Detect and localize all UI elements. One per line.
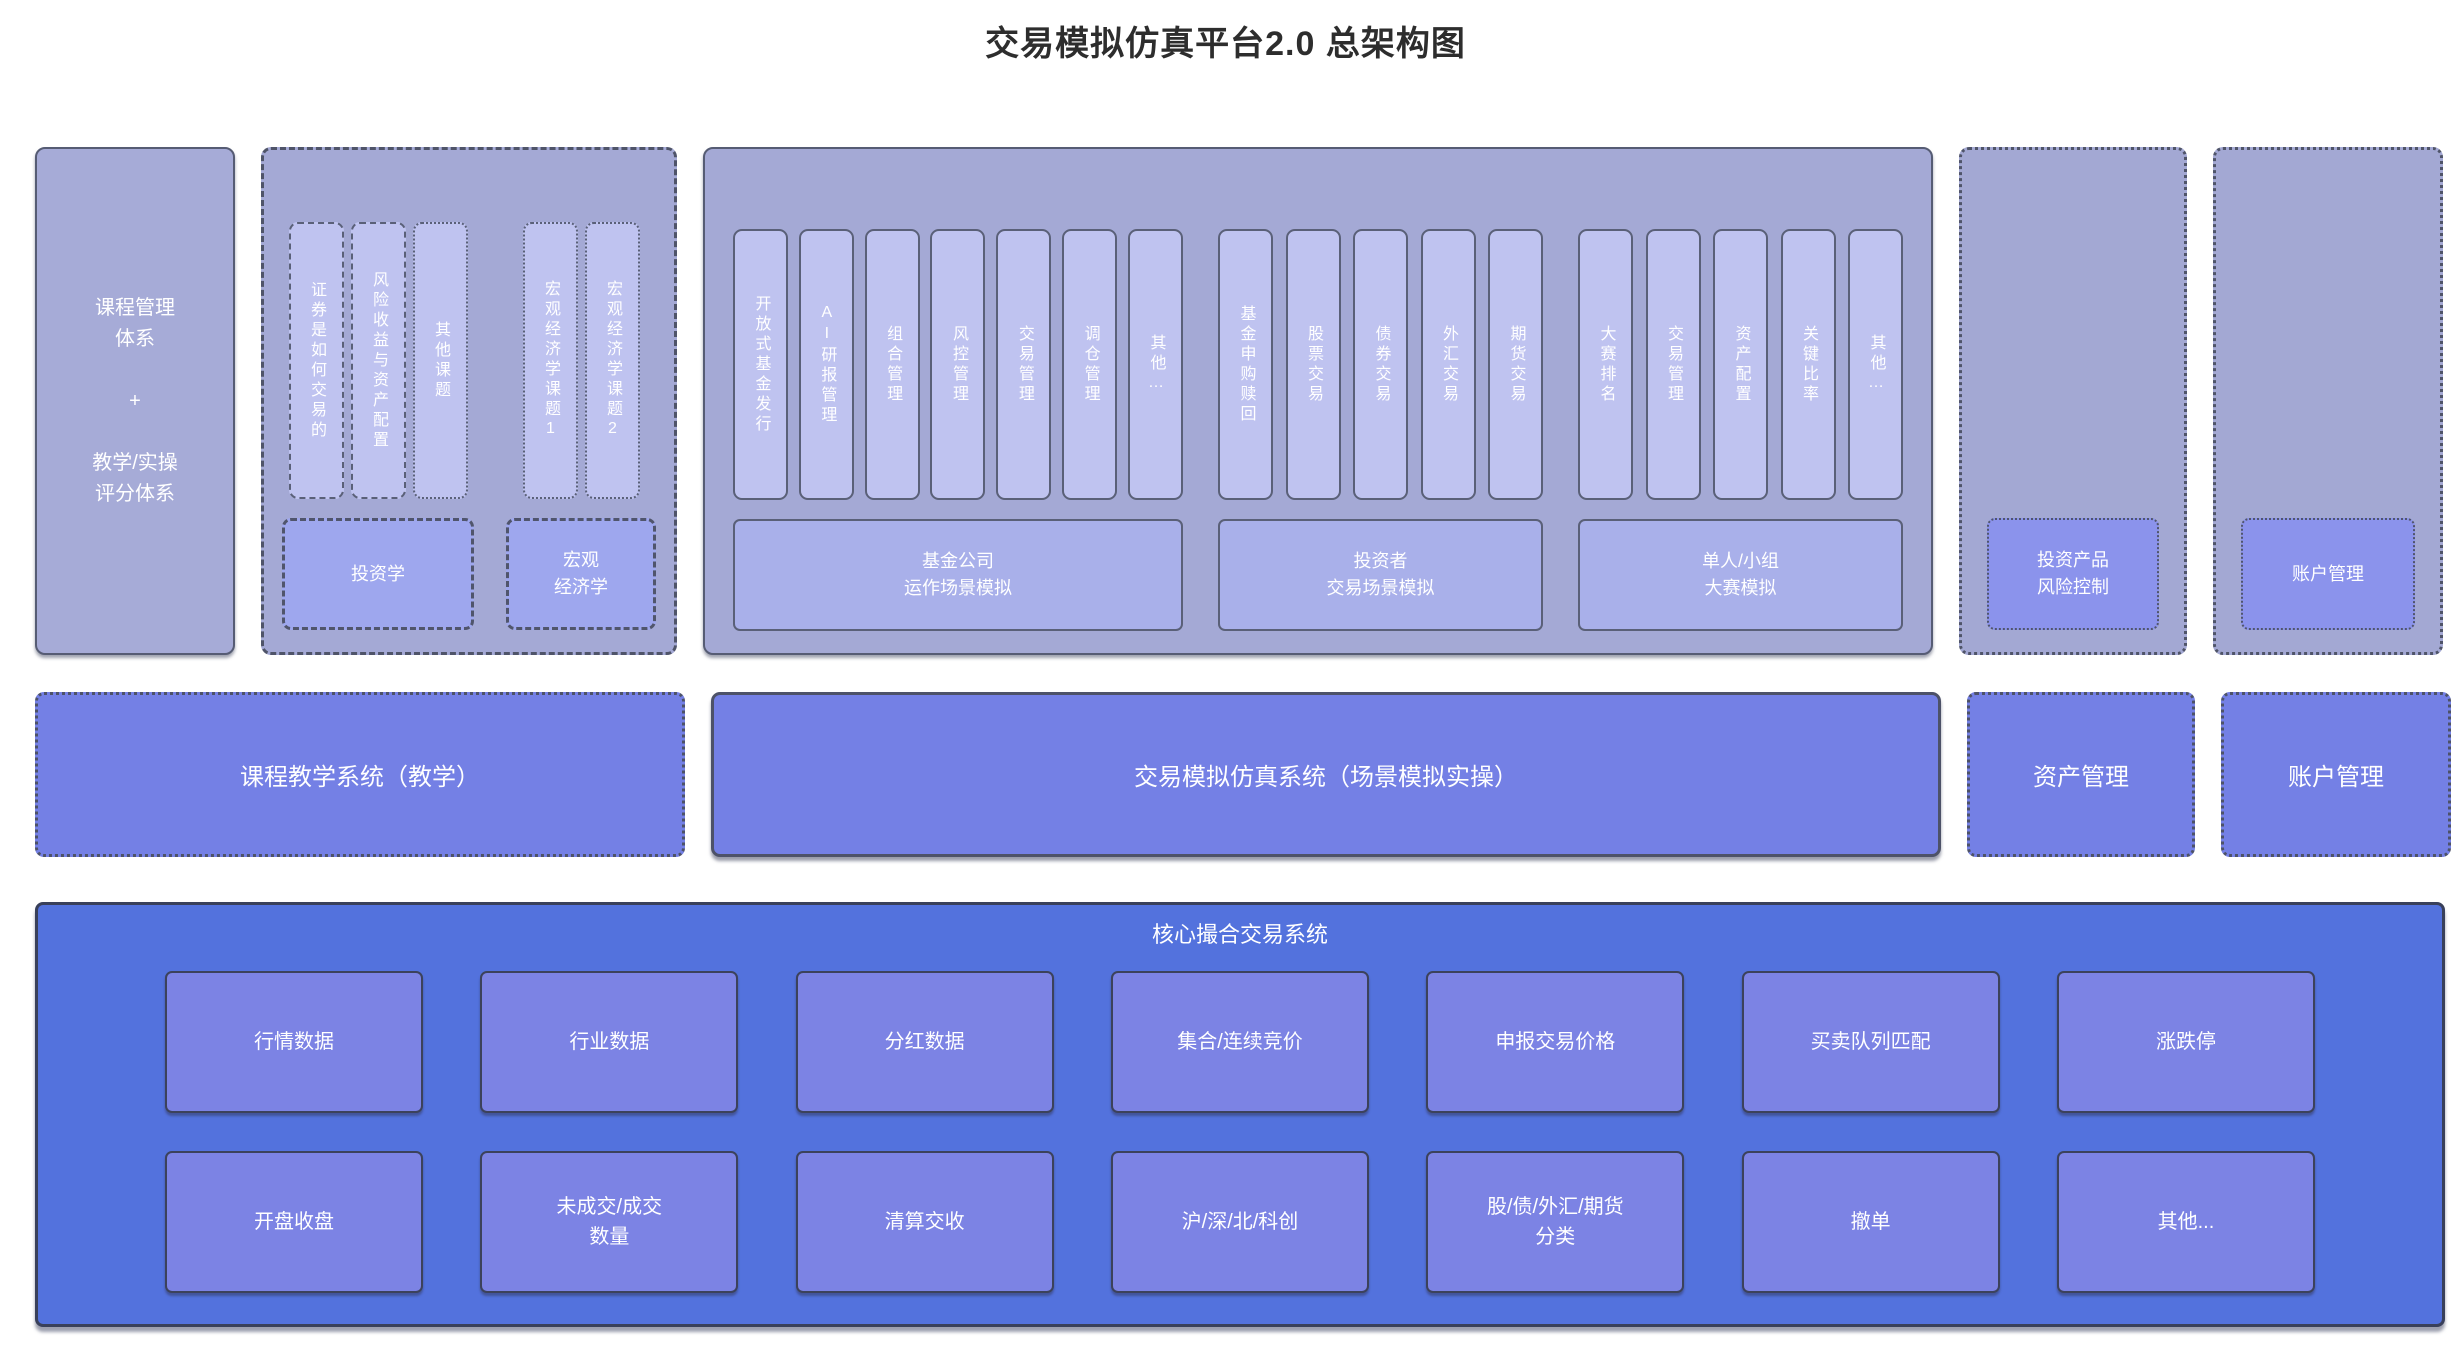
core-cell-auction: 集合/连续竞价 [1110,971,1369,1113]
module-column: 风控管理 [930,229,986,500]
core-cell-market-data: 行情数据 [165,971,423,1113]
risk-control-label: 投资产品 风险控制 [1987,518,2159,630]
topic-column: 风险收益与资产配置 [350,222,406,499]
group-label-competition: 单人/小组 大赛模拟 [1578,519,1903,631]
module-column: AI研报管理 [798,229,854,500]
module-column: 开放式基金发行 [733,229,788,500]
module-column: 其他… [1848,229,1903,500]
group-label-investment: 投资学 [282,518,474,630]
competition-group: 大赛排名 交易管理 资产配置 关键比率 其他… 单人/小组 大赛模拟 [1578,229,1903,631]
module-columns: 开放式基金发行 AI研报管理 组合管理 风控管理 交易管理 调仓管理 其他… [733,229,1183,500]
risk-control-block: 投资产品 风险控制 [1959,147,2187,655]
group-label-investor: 投资者 交易场景模拟 [1218,519,1543,631]
module-column: 调仓管理 [1062,229,1118,500]
account-block: 账户管理 [2213,147,2443,655]
module-column: 基金申购赎回 [1218,229,1273,500]
topic-column: 宏观经济学课题2 [584,222,640,499]
module-column: 其他… [1127,229,1183,500]
core-system-title: 核心撮合交易系统 [1151,922,1328,947]
module-column: 交易管理 [1645,229,1701,500]
module-column: 资产配置 [1713,229,1768,500]
simulation-system-block: 交易模拟仿真系统（场景模拟实操） [711,692,1941,857]
core-cell-clearing: 清算交收 [795,1151,1054,1293]
architecture-diagram: 交易模拟仿真平台2.0 总架构图 课程管理 体系 + 教学/实操 评分体系 证券… [0,16,2451,1327]
group-label-fund-company: 基金公司 运作场景模拟 [733,519,1183,631]
module-column: 债券交易 [1353,229,1408,500]
core-cell-cancel-order: 撤单 [1741,1151,2000,1293]
topic-columns: 证券是如何交易的 风险收益与资产配置 其他课题 [282,222,474,499]
module-column: 大赛排名 [1578,229,1633,500]
module-column: 股票交易 [1285,229,1341,500]
system-layer-row: 课程教学系统（教学） 交易模拟仿真系统（场景模拟实操） 资产管理 账户管理 [0,692,2451,857]
core-cell-filled-quantity: 未成交/成交 数量 [480,1151,739,1293]
teaching-system-block: 课程教学系统（教学） [35,692,685,857]
group-label-macro: 宏观 经济学 [506,518,656,630]
core-cells-row-1: 行情数据 行业数据 分红数据 集合/连续竞价 申报交易价格 买卖队列匹配 涨跌停 [165,971,2315,1113]
diagram-title: 交易模拟仿真平台2.0 总架构图 [985,25,1466,63]
module-column: 外汇交易 [1420,229,1476,500]
core-matching-system-block: 核心撮合交易系统 行情数据 行业数据 分红数据 集合/连续竞价 申报交易价格 买… [35,902,2445,1327]
account-label: 账户管理 [2241,518,2415,630]
topic-column: 其他课题 [412,222,468,499]
course-management-block: 课程管理 体系 + 教学/实操 评分体系 [35,147,235,655]
core-cell-order-price: 申报交易价格 [1426,971,1685,1113]
topic-column: 宏观经济学课题1 [522,222,578,499]
topic-column: 证券是如何交易的 [288,222,344,499]
core-cells-row-2: 开盘收盘 未成交/成交 数量 清算交收 沪/深/北/科创 股/债/外汇/期货 分… [165,1151,2315,1293]
core-cell-asset-classes: 股/债/外汇/期货 分类 [1426,1151,1685,1293]
module-column: 关键比率 [1780,229,1836,500]
core-cell-queue-matching: 买卖队列匹配 [1741,971,2000,1113]
module-columns: 大赛排名 交易管理 资产配置 关键比率 其他… [1578,229,1903,500]
account-management-block: 账户管理 [2221,692,2451,857]
core-cell-price-limit: 涨跌停 [2056,971,2315,1113]
core-cell-dividend-data: 分红数据 [795,971,1054,1113]
asset-management-block: 资产管理 [1967,692,2195,857]
topic-columns: 宏观经济学课题1 宏观经济学课题2 [506,222,656,499]
simulation-scenarios-block: 开放式基金发行 AI研报管理 组合管理 风控管理 交易管理 调仓管理 其他… 基… [703,147,1933,655]
module-column: 期货交易 [1488,229,1543,500]
core-cell-others: 其他... [2056,1151,2315,1293]
top-capability-row: 课程管理 体系 + 教学/实操 评分体系 证券是如何交易的 风险收益与资产配置 … [0,147,2451,655]
investor-trading-group: 基金申购赎回 股票交易 债券交易 外汇交易 期货交易 投资者 交易场景模拟 [1218,229,1543,631]
core-cell-exchanges: 沪/深/北/科创 [1110,1151,1369,1293]
course-topics-block: 证券是如何交易的 风险收益与资产配置 其他课题 投资学 宏观经济学课题1 宏观经… [261,147,677,655]
module-column: 交易管理 [996,229,1052,500]
investment-course-group: 证券是如何交易的 风险收益与资产配置 其他课题 投资学 [282,222,474,630]
core-cell-open-close: 开盘收盘 [165,1151,423,1293]
module-columns: 基金申购赎回 股票交易 债券交易 外汇交易 期货交易 [1218,229,1543,500]
core-cell-industry-data: 行业数据 [480,971,739,1113]
fund-company-group: 开放式基金发行 AI研报管理 组合管理 风控管理 交易管理 调仓管理 其他… 基… [733,229,1183,631]
macro-economics-group: 宏观经济学课题1 宏观经济学课题2 宏观 经济学 [506,222,656,630]
module-column: 组合管理 [864,229,920,500]
